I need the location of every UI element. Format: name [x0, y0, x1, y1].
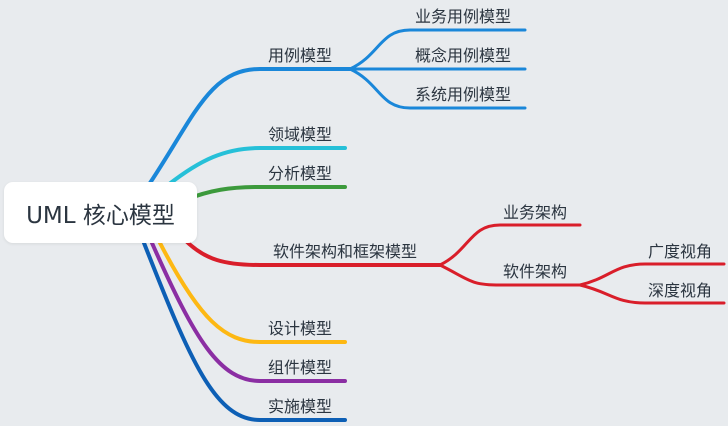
- edge-depth-view: [578, 283, 726, 305]
- node-system-use-case[interactable]: 系统用例模型: [414, 85, 512, 104]
- edge-domain: [166, 146, 347, 187]
- node-analysis[interactable]: 分析模型: [267, 164, 333, 183]
- node-breadth-view[interactable]: 广度视角: [647, 242, 713, 261]
- node-component[interactable]: 组件模型: [267, 358, 333, 377]
- node-domain[interactable]: 领域模型: [267, 125, 333, 144]
- node-business-arch[interactable]: 业务架构: [502, 203, 568, 222]
- edge-component: [150, 241, 347, 383]
- edge-business-use-case: [348, 28, 527, 71]
- edge-breadth-view: [578, 262, 726, 287]
- edge-software-arch-frame: [183, 238, 442, 267]
- node-implementation[interactable]: 实施模型: [267, 397, 333, 416]
- node-software-arch[interactable]: 软件架构: [502, 262, 568, 281]
- node-software-arch-frame[interactable]: 软件架构和框架模型: [272, 242, 418, 261]
- edge-design: [158, 241, 347, 344]
- node-concept-use-case[interactable]: 概念用例模型: [414, 46, 512, 65]
- edge-analysis: [183, 185, 347, 202]
- edge-business-arch: [438, 223, 582, 267]
- root-node-label: UML 核心模型: [26, 202, 175, 229]
- node-business-use-case[interactable]: 业务用例模型: [414, 7, 512, 26]
- edge-implementation: [142, 241, 347, 422]
- node-use-case[interactable]: 用例模型: [267, 46, 333, 65]
- edge-system-use-case: [348, 67, 527, 110]
- edge-software-arch: [438, 263, 582, 287]
- node-depth-view[interactable]: 深度视角: [647, 281, 713, 300]
- root-node[interactable]: UML 核心模型: [4, 182, 197, 243]
- edge-use-case: [148, 67, 352, 185]
- node-design[interactable]: 设计模型: [267, 319, 333, 338]
